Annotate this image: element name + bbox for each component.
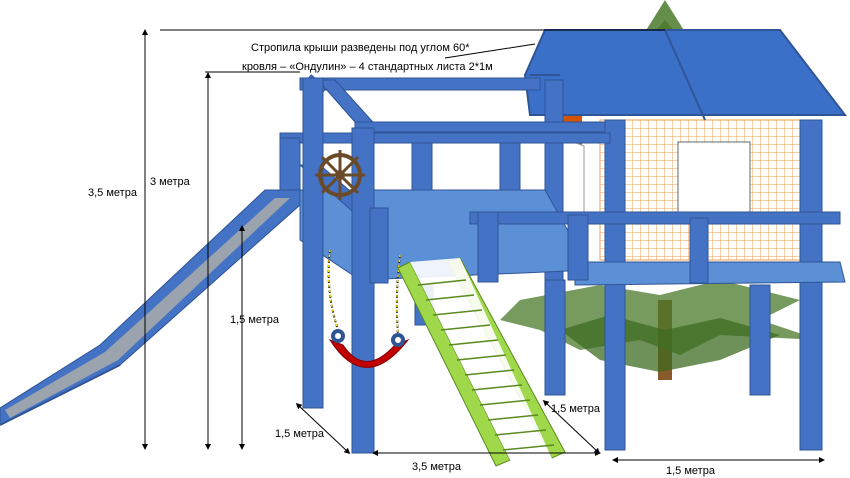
dim-total-height-label: 3,5 метра xyxy=(88,187,138,199)
steering-wheel-icon xyxy=(315,150,365,200)
ladder xyxy=(397,257,566,467)
roof-note-line2: кровля – «Ондулин» – 4 стандартных листа… xyxy=(242,61,493,73)
house-window xyxy=(677,141,751,213)
dimension-lines xyxy=(142,29,825,463)
dim-frame-height-label: 3 метра xyxy=(150,176,191,188)
house xyxy=(523,29,848,261)
roof-note-line1: Стропила крыши разведены под углом 60* xyxy=(251,42,470,54)
roof xyxy=(523,29,848,116)
dim-depth-left-label: 1,5 метра xyxy=(275,428,325,440)
swing xyxy=(327,249,410,368)
dim-platform-height-label: 1,5 метра xyxy=(230,314,280,326)
dim-width-label: 3,5 метра xyxy=(412,461,462,473)
dim-depth-right-label: 1,5 метра xyxy=(551,403,601,415)
dim-house-width-label: 1,5 метра xyxy=(666,465,716,477)
slide xyxy=(0,189,301,426)
house-deck xyxy=(574,261,846,286)
